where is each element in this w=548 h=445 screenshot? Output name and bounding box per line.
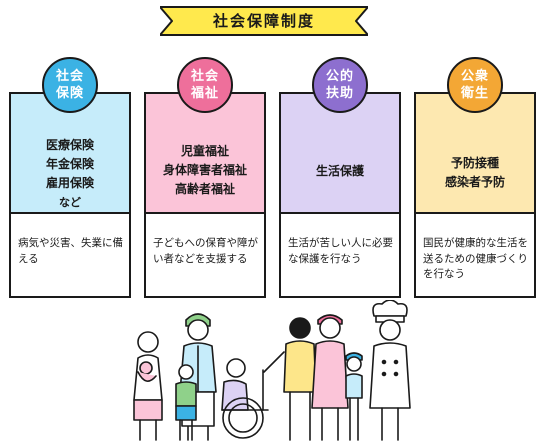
chef-figure: [369, 300, 411, 441]
man-figure: [263, 317, 317, 441]
category-badge-social-welfare: 社会 福祉: [177, 57, 233, 113]
card-item: 雇用保険: [45, 176, 94, 190]
badge-line: 福祉: [190, 86, 219, 101]
card-divider: [146, 212, 264, 214]
banner-shape: [160, 6, 368, 36]
title-banner: 社会保障制度: [160, 4, 368, 38]
card-description: 病気や災害、失業に備える: [18, 237, 123, 265]
badge-line: 衛生: [460, 86, 489, 101]
card-social-welfare: 児童福祉 身体障害者福祉 高齢者福祉 子どもへの保育や障がい者などを支援する: [144, 92, 266, 298]
child-figure: [175, 364, 197, 441]
badge-line: 社会: [55, 69, 84, 84]
category-badge-social-insurance: 社会 保険: [42, 57, 98, 113]
card-items: 児童福祉 身体障害者福祉 高齢者福祉: [146, 142, 264, 199]
card-item: 年金保険: [45, 157, 94, 171]
card-description: 生活が苦しい人に必要な保護を行なう: [288, 237, 393, 265]
card-description: 子どもへの保育や障がい者などを支援する: [153, 237, 258, 265]
page-title: 社会保障制度: [212, 12, 315, 30]
badge-line: 保険: [55, 86, 84, 101]
card-item: 感染者予防: [444, 175, 505, 189]
card-items: 予防接種 感染者予防: [416, 154, 534, 192]
woman-figure: [311, 314, 349, 441]
card-description: 国民が健康的な生活を送るための健康づくりを行なう: [423, 237, 528, 280]
card-items: 医療保険 年金保険 雇用保険 など: [11, 136, 129, 212]
category-badge-public-assistance: 公的 扶助: [312, 57, 368, 113]
card-top-area: 医療保険 年金保険 雇用保険 など: [11, 94, 129, 212]
card-top-area: 生活保護: [281, 94, 399, 212]
card-social-insurance: 医療保険 年金保険 雇用保険 など 病気や災害、失業に備える: [9, 92, 131, 298]
badge-line: 公的: [325, 69, 354, 84]
card-public-health: 予防接種 感染者予防 国民が健康的な生活を送るための健康づくりを行なう: [414, 92, 536, 298]
card-items: 生活保護: [281, 162, 399, 181]
card-divider: [11, 212, 129, 214]
card-divider: [416, 212, 534, 214]
card-top-area: 児童福祉 身体障害者福祉 高齢者福祉: [146, 94, 264, 212]
wheelchair-user-figure: [221, 358, 269, 439]
badge-line: 社会: [190, 69, 219, 84]
card-item: 医療保険: [45, 138, 94, 152]
people-illustration: [133, 300, 411, 441]
category-badge-public-health: 公衆 衛生: [447, 57, 503, 113]
card-item: 生活保護: [315, 164, 364, 178]
card-item: など: [59, 196, 81, 209]
card-top-area: 予防接種 感染者予防: [416, 94, 534, 212]
card-item: 児童福祉: [180, 144, 229, 158]
card-item: 予防接種: [450, 156, 499, 170]
badge-line: 公衆: [460, 69, 489, 84]
card-divider: [281, 212, 399, 214]
card-public-assistance: 生活保護 生活が苦しい人に必要な保護を行なう: [279, 92, 401, 298]
mother-with-baby-figure: [133, 331, 163, 441]
card-item: 身体障害者福祉: [162, 163, 247, 177]
small-child-figure: [345, 352, 363, 441]
badge-line: 扶助: [325, 86, 354, 101]
card-item: 高齢者福祉: [174, 182, 235, 196]
